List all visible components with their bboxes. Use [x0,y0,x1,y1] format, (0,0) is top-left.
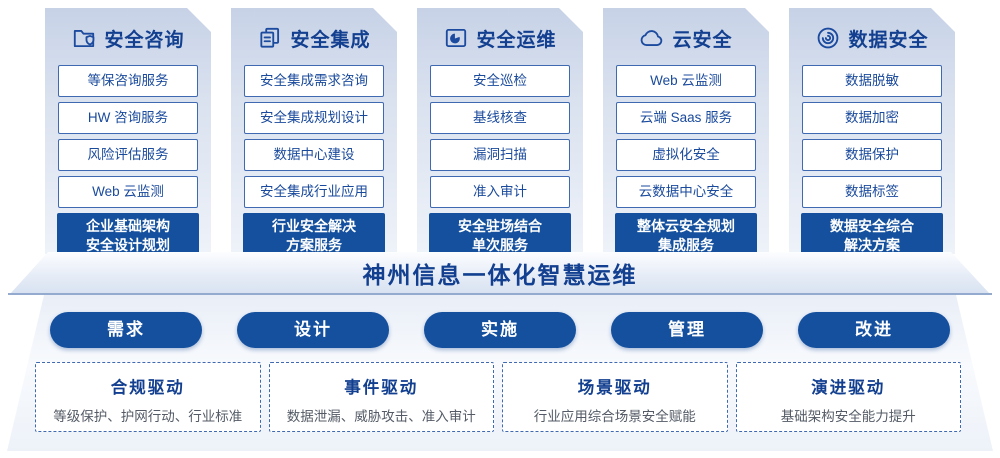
service-item: 风险评估服务 [58,139,198,171]
driver-compliance: 合规驱动 等级保护、护网行动、行业标准 [35,362,261,432]
service-item: 安全巡检 [430,65,570,97]
column-security-integration: 安全集成 安全集成需求咨询 安全集成规划设计 数据中心建设 安全集成行业应用 行… [231,8,397,254]
column-highlight: 数据安全综合 解决方案 [801,213,943,259]
process-step-demand: 需求 [50,312,202,348]
column-title: 安全集成 [290,29,371,51]
highlight-line: 解决方案 [844,237,900,253]
driver-scenario: 场景驱动 行业应用综合场景安全赋能 [502,362,728,432]
banner-divider [8,293,992,295]
column-header: 数据安全 [789,8,955,51]
service-item: HW 咨询服务 [58,102,198,134]
folder-pie-icon [443,25,469,51]
driver-incident: 事件驱动 数据泄漏、威胁攻击、准入审计 [268,362,494,432]
column-highlight: 企业基础架构 安全设计规划 [57,213,199,259]
process-step-design: 设计 [237,312,389,348]
cloud-icon [639,25,665,51]
banner-title: 神州信息一体化智慧运维 [362,261,638,288]
process-step-implementation: 实施 [424,312,576,348]
column-title: 云安全 [672,29,733,51]
service-item: 安全集成需求咨询 [244,65,384,97]
service-item: Web 云监测 [58,176,198,208]
driver-desc: 基础架构安全能力提升 [780,409,916,424]
driver-desc: 数据泄漏、威胁攻击、准入审计 [286,409,476,424]
service-item: 云数据中心安全 [616,176,756,208]
service-item: 数据保护 [802,139,942,171]
column-title: 安全运维 [476,29,557,51]
driver-title: 演进驱动 [811,379,886,397]
service-columns: 安全咨询 等保咨询服务 HW 咨询服务 风险评估服务 Web 云监测 企业基础架… [45,8,955,254]
column-security-consulting: 安全咨询 等保咨询服务 HW 咨询服务 风险评估服务 Web 云监测 企业基础架… [45,8,211,254]
folder-shield-icon [71,25,97,51]
highlight-line: 整体云安全规划 [637,218,735,234]
column-header: 安全运维 [417,8,583,51]
driver-desc: 行业应用综合场景安全赋能 [533,409,696,424]
service-item: 安全集成行业应用 [244,176,384,208]
documents-icon [257,25,283,51]
column-header: 云安全 [603,8,769,51]
column-data-security: 数据安全 数据脱敏 数据加密 数据保护 数据标签 数据安全综合 解决方案 [789,8,955,254]
column-highlight: 安全驻场结合 单次服务 [429,213,571,259]
highlight-line: 安全驻场结合 [458,218,542,234]
highlight-line: 集成服务 [658,237,714,253]
highlight-line: 行业安全解决 [272,218,356,234]
column-security-operations: 安全运维 安全巡检 基线核查 漏洞扫描 准入审计 安全驻场结合 单次服务 [417,8,583,254]
highlight-line: 企业基础架构 [86,218,170,234]
driver-title: 事件驱动 [344,379,419,397]
highlight-line: 安全设计规划 [86,237,170,253]
service-item: 数据中心建设 [244,139,384,171]
service-item: 数据脱敏 [802,65,942,97]
column-cloud-security: 云安全 Web 云监测 云端 Saas 服务 虚拟化安全 云数据中心安全 整体云… [603,8,769,254]
service-item: 数据加密 [802,102,942,134]
process-steps: 需求 设计 实施 管理 改进 [50,312,950,348]
driver-title: 场景驱动 [577,379,652,397]
service-item: 准入审计 [430,176,570,208]
service-item: 云端 Saas 服务 [616,102,756,134]
fingerprint-icon [815,25,841,51]
driver-title: 合规驱动 [110,379,185,397]
column-header: 安全咨询 [45,8,211,51]
column-header: 安全集成 [231,8,397,51]
service-item: 虚拟化安全 [616,139,756,171]
column-title: 数据安全 [848,29,929,51]
process-step-management: 管理 [611,312,763,348]
driver-desc: 等级保护、护网行动、行业标准 [53,409,243,424]
driver-boxes: 合规驱动 等级保护、护网行动、行业标准 事件驱动 数据泄漏、威胁攻击、准入审计 … [35,362,961,432]
highlight-line: 单次服务 [472,237,528,253]
platform-banner: 神州信息一体化智慧运维 [11,252,990,293]
service-item: Web 云监测 [616,65,756,97]
service-item: 数据标签 [802,176,942,208]
driver-evolution: 演进驱动 基础架构安全能力提升 [735,362,961,432]
highlight-line: 方案服务 [286,237,342,253]
service-item: 等保咨询服务 [58,65,198,97]
service-item: 漏洞扫描 [430,139,570,171]
column-highlight: 整体云安全规划 集成服务 [615,213,757,259]
service-item: 安全集成规划设计 [244,102,384,134]
process-step-improvement: 改进 [798,312,950,348]
highlight-line: 数据安全综合 [830,218,914,234]
column-title: 安全咨询 [104,29,185,51]
column-highlight: 行业安全解决 方案服务 [243,213,385,259]
service-item: 基线核查 [430,102,570,134]
process-platform: 需求 设计 实施 管理 改进 合规驱动 等级保护、护网行动、行业标准 事件驱动 … [6,295,993,451]
